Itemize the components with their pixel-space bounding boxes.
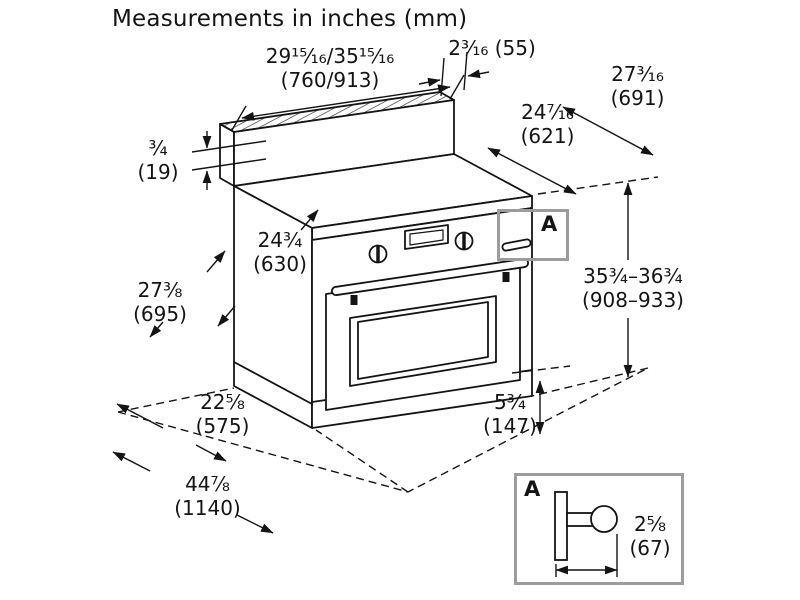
dim-floor-width-label: 44⁷⁄₈ (1140) [174, 472, 241, 521]
page-title: Measurements in inches (mm) [112, 6, 468, 32]
detail-inset-box [514, 473, 684, 585]
side-plinth-line [233, 361, 313, 405]
door-handle [331, 238, 532, 305]
dim-floor-depth-label: 22⁵⁄₈ (575) [195, 390, 250, 439]
dim-toekick-height-label: 5³⁄₄ (147) [483, 390, 537, 439]
detail-inset-label: A [524, 477, 541, 501]
dim-overall-height-label: 35³⁄₄–36³⁄₄ (908–933) [582, 264, 684, 313]
handle-detail-drawing [554, 491, 618, 561]
dim-cooktop-depth-label: 24⁷⁄₁₆ (621) [520, 100, 575, 149]
handle-ball-end [590, 505, 618, 533]
handle-detail-dimension [555, 534, 618, 577]
dim-rim-thickness-label: ³⁄₄ (19) [137, 136, 179, 185]
backguard-side [219, 123, 235, 187]
detail-callout-label: A [541, 212, 558, 236]
dim-top-width-label: 29¹⁵⁄₁₆/35¹⁵⁄₁₆ (760/913) [265, 44, 395, 93]
dim-backguard-depth-label: 2³⁄₁₆ (55) [448, 36, 536, 60]
dim-handle-depth-label: 2⁵⁄₈ (67) [629, 512, 671, 561]
control-display-inner [409, 229, 444, 246]
dimension-lines [112, 51, 654, 534]
detail-callout-box [497, 209, 569, 261]
dim-side-depth-label: 27³⁄₈ (695) [133, 278, 187, 327]
range-body [219, 91, 533, 429]
dim-body-height-label: 24³⁄₄ (630) [253, 228, 307, 277]
dim-overall-depth-label: 27³⁄₁₆ (691) [610, 62, 665, 111]
door-window-inner [357, 301, 489, 380]
